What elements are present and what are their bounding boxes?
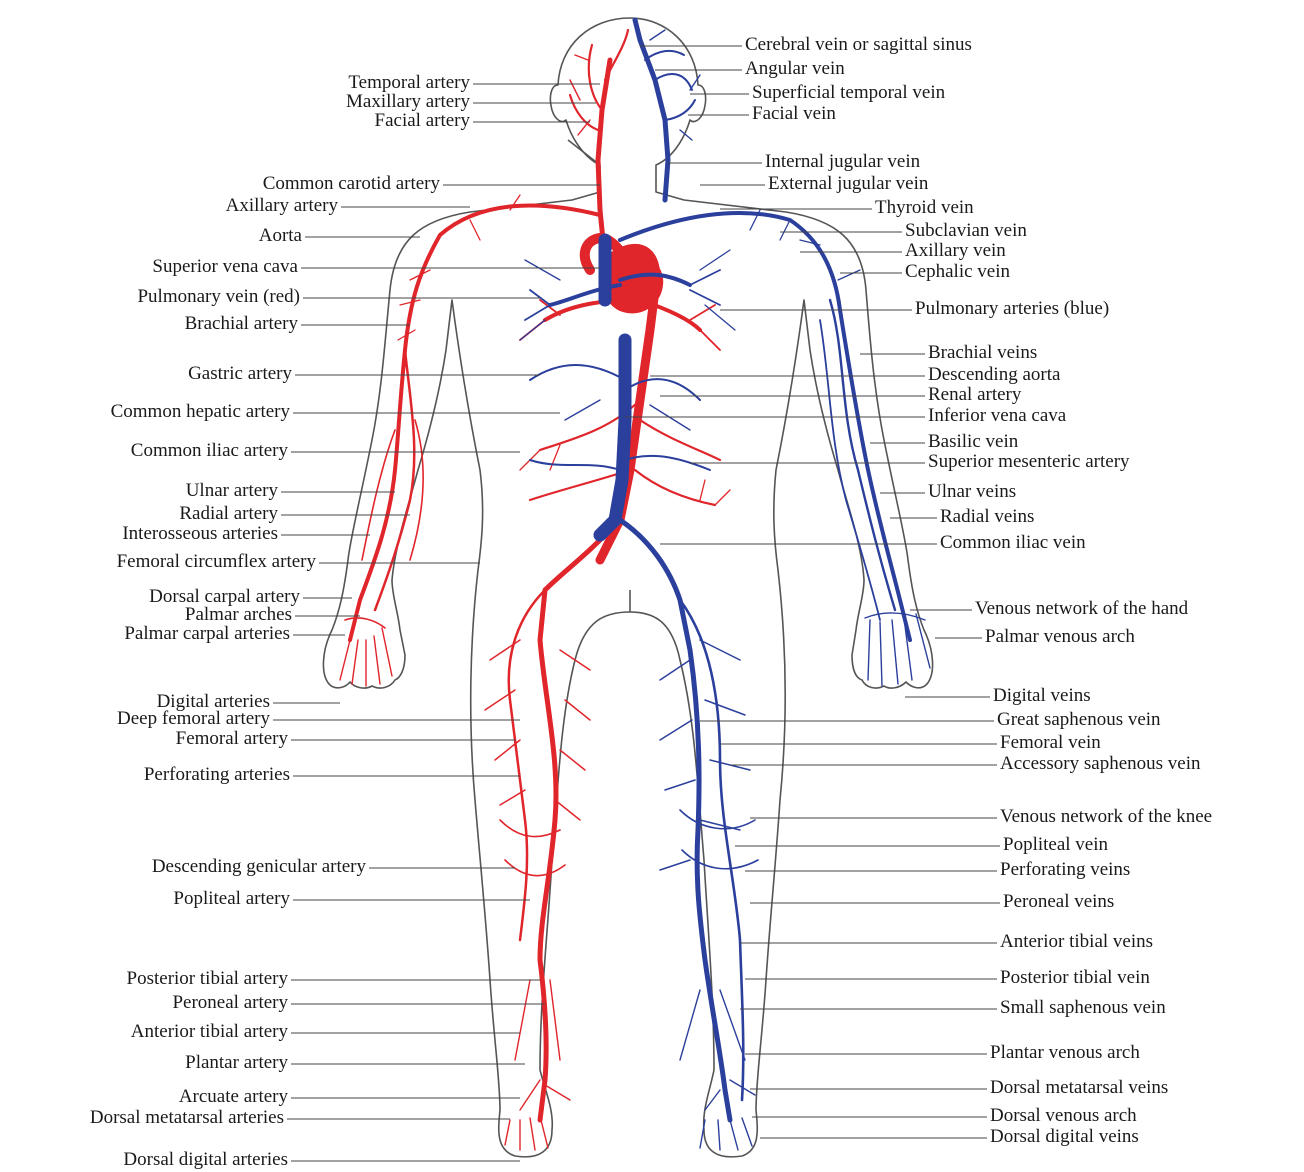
label-common-iliac-vein: Common iliac vein bbox=[940, 533, 1086, 552]
label-peroneal-artery: Peroneal artery bbox=[172, 993, 288, 1012]
label-plantar-venous-arch: Plantar venous arch bbox=[990, 1043, 1140, 1062]
label-superior-vena-cava: Superior vena cava bbox=[152, 257, 298, 276]
label-palmar-carpal-arteries: Palmar carpal arteries bbox=[124, 624, 290, 643]
label-thyroid-vein: Thyroid vein bbox=[875, 198, 974, 217]
artery-network bbox=[340, 30, 730, 1150]
label-dorsal-venous-arch: Dorsal venous arch bbox=[990, 1106, 1137, 1125]
label-renal-artery: Renal artery bbox=[928, 385, 1021, 404]
label-dorsal-digital-arteries: Dorsal digital arteries bbox=[123, 1150, 288, 1169]
label-anterior-tibial-veins: Anterior tibial veins bbox=[1000, 932, 1153, 951]
label-aorta: Aorta bbox=[259, 226, 302, 245]
label-posterior-tibial-artery: Posterior tibial artery bbox=[127, 969, 288, 988]
label-digital-veins: Digital veins bbox=[993, 686, 1091, 705]
label-dorsal-digital-veins: Dorsal digital veins bbox=[990, 1127, 1139, 1146]
label-arcuate-artery: Arcuate artery bbox=[179, 1087, 288, 1106]
label-facial-artery: Facial artery bbox=[375, 111, 470, 130]
label-axillary-vein: Axillary vein bbox=[905, 241, 1006, 260]
label-venous-network-of-the-knee: Venous network of the knee bbox=[1000, 807, 1212, 826]
label-plantar-artery: Plantar artery bbox=[185, 1053, 288, 1072]
label-ulnar-veins: Ulnar veins bbox=[928, 482, 1016, 501]
label-descending-aorta: Descending aorta bbox=[928, 365, 1060, 384]
label-femoral-vein: Femoral vein bbox=[1000, 733, 1101, 752]
label-pulmonary-vein-red: Pulmonary vein (red) bbox=[137, 287, 300, 306]
label-radial-veins: Radial veins bbox=[940, 507, 1034, 526]
label-peroneal-veins: Peroneal veins bbox=[1003, 892, 1114, 911]
label-popliteal-vein: Popliteal vein bbox=[1003, 835, 1108, 854]
label-axillary-artery: Axillary artery bbox=[226, 196, 338, 215]
label-superior-mesenteric-artery: Superior mesenteric artery bbox=[928, 452, 1130, 471]
label-accessory-saphenous-vein: Accessory saphenous vein bbox=[1000, 754, 1201, 773]
label-descending-genicular-artery: Descending genicular artery bbox=[152, 857, 366, 876]
label-popliteal-artery: Popliteal artery bbox=[173, 889, 290, 908]
label-brachial-veins: Brachial veins bbox=[928, 343, 1037, 362]
label-angular-vein: Angular vein bbox=[745, 59, 845, 78]
label-facial-vein: Facial vein bbox=[752, 104, 836, 123]
label-palmar-venous-arch: Palmar venous arch bbox=[985, 627, 1135, 646]
label-small-saphenous-vein: Small saphenous vein bbox=[1000, 998, 1166, 1017]
label-radial-artery: Radial artery bbox=[179, 504, 278, 523]
label-great-saphenous-vein: Great saphenous vein bbox=[997, 710, 1161, 729]
label-brachial-artery: Brachial artery bbox=[185, 314, 298, 333]
label-anterior-tibial-artery: Anterior tibial artery bbox=[131, 1022, 288, 1041]
label-dorsal-metatarsal-arteries: Dorsal metatarsal arteries bbox=[90, 1108, 284, 1127]
label-perforating-veins: Perforating veins bbox=[1000, 860, 1130, 879]
label-common-iliac-artery: Common iliac artery bbox=[131, 441, 288, 460]
label-pulmonary-arteries-blue: Pulmonary arteries (blue) bbox=[915, 299, 1109, 318]
label-posterior-tibial-vein: Posterior tibial vein bbox=[1000, 968, 1150, 987]
label-palmar-arches: Palmar arches bbox=[185, 605, 292, 624]
label-internal-jugular-vein: Internal jugular vein bbox=[765, 152, 920, 171]
label-interosseous-arteries: Interosseous arteries bbox=[122, 524, 278, 543]
label-dorsal-metatarsal-veins: Dorsal metatarsal veins bbox=[990, 1078, 1168, 1097]
label-common-carotid-artery: Common carotid artery bbox=[263, 174, 440, 193]
label-common-hepatic-artery: Common hepatic artery bbox=[111, 402, 290, 421]
label-cephalic-vein: Cephalic vein bbox=[905, 262, 1010, 281]
label-femoral-artery: Femoral artery bbox=[176, 729, 288, 748]
label-superficial-temporal-vein: Superficial temporal vein bbox=[752, 83, 945, 102]
label-subclavian-vein: Subclavian vein bbox=[905, 221, 1027, 240]
label-maxillary-artery: Maxillary artery bbox=[346, 92, 470, 111]
label-gastric-artery: Gastric artery bbox=[188, 364, 292, 383]
label-inferior-vena-cava: Inferior vena cava bbox=[928, 406, 1066, 425]
label-external-jugular-vein: External jugular vein bbox=[768, 174, 928, 193]
label-cerebral-vein-or-sagittal-sinus: Cerebral vein or sagittal sinus bbox=[745, 35, 972, 54]
label-deep-femoral-artery: Deep femoral artery bbox=[117, 709, 270, 728]
label-temporal-artery: Temporal artery bbox=[348, 73, 470, 92]
label-basilic-vein: Basilic vein bbox=[928, 432, 1018, 451]
label-venous-network-of-the-hand: Venous network of the hand bbox=[975, 599, 1188, 618]
label-ulnar-artery: Ulnar artery bbox=[186, 481, 278, 500]
label-perforating-arteries: Perforating arteries bbox=[144, 765, 290, 784]
label-femoral-circumflex-artery: Femoral circumflex artery bbox=[117, 552, 316, 571]
